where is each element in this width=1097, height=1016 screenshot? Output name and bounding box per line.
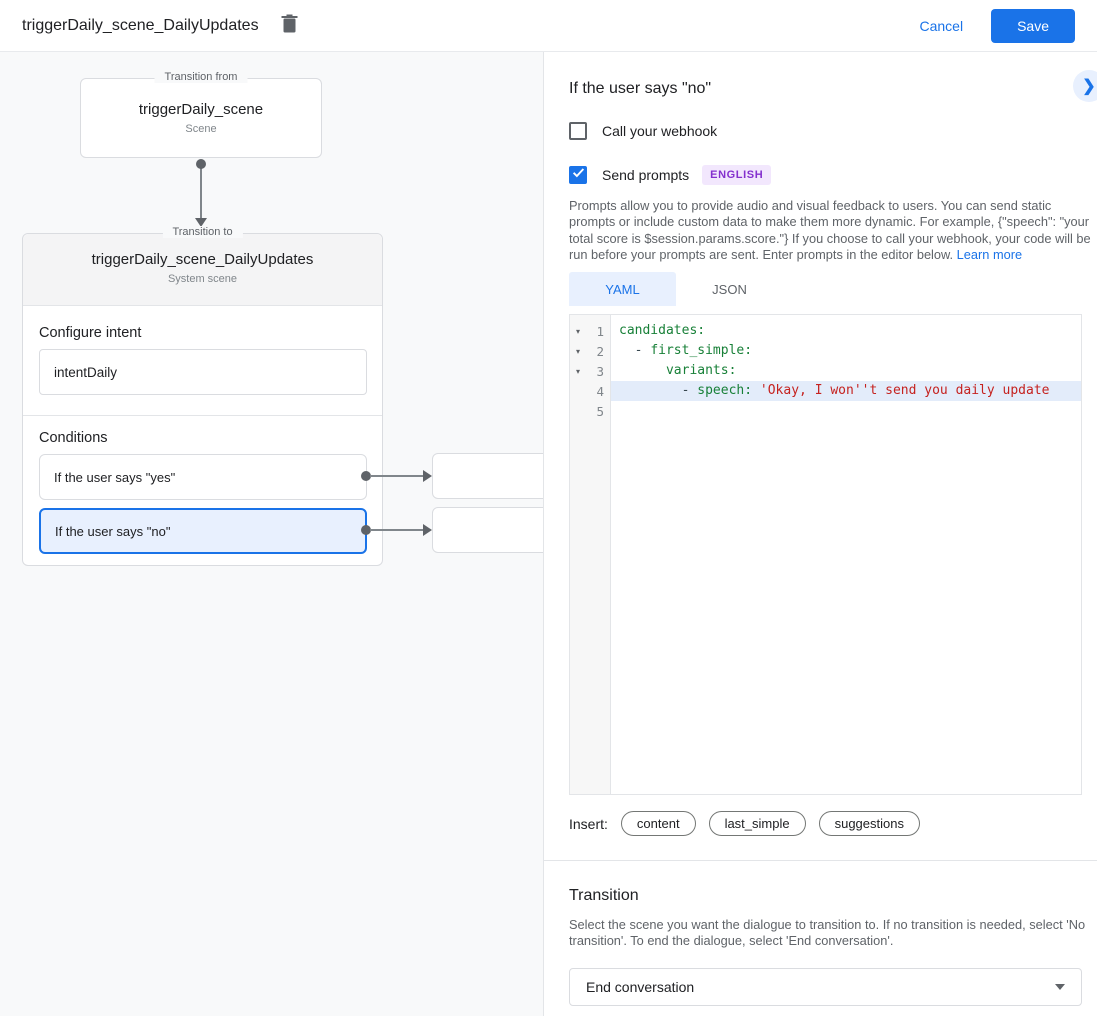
code-token-dash: - (634, 343, 651, 358)
condition-no-connector-dot (361, 525, 371, 535)
flow-connector-line (200, 160, 202, 222)
line-number: 5 (596, 403, 604, 419)
tab-json[interactable]: JSON (712, 281, 747, 297)
intent-field[interactable]: intentDaily (39, 349, 367, 395)
prompts-description-text: Prompts allow you to provide audio and v… (569, 198, 1091, 263)
webhook-checkbox-row: Call your webhook (569, 122, 717, 140)
check-icon (572, 166, 585, 184)
page-title: triggerDaily_scene_DailyUpdates (22, 16, 259, 34)
line-number: 2 (596, 343, 604, 359)
condition-yes-connector-line (370, 475, 424, 477)
to-scene-title: triggerDaily_scene_DailyUpdates (91, 251, 314, 268)
condition-yes-label: If the user says "yes" (54, 469, 176, 485)
gutter-row: ▾2 (570, 341, 610, 361)
insert-chip-last-simple[interactable]: last_simple (708, 811, 806, 836)
from-scene-title: triggerDaily_scene (138, 101, 264, 118)
flow-connector-dot (196, 159, 206, 169)
condition-no-arrowhead-icon (423, 524, 432, 536)
webhook-label: Call your webhook (602, 123, 718, 139)
fold-arrow-icon[interactable]: ▾ (575, 346, 580, 356)
code-token-key: first_simple: (650, 343, 753, 358)
transition-to-node[interactable]: Transition to triggerDaily_scene_DailyUp… (22, 226, 383, 566)
transition-select[interactable]: End conversation (569, 968, 1082, 1006)
learn-more-link[interactable]: Learn more (956, 247, 1023, 263)
editor-code[interactable]: candidates: - first_simple: variants: - … (611, 315, 1081, 794)
webhook-checkbox[interactable] (569, 122, 587, 140)
prompts-checkbox-row: Send prompts ENGLISH (569, 165, 772, 185)
header: triggerDaily_scene_DailyUpdates Cancel S… (0, 0, 1097, 52)
delete-button[interactable] (281, 14, 298, 37)
code-line[interactable]: - first_simple: (611, 341, 1081, 361)
transition-select-value: End conversation (586, 979, 695, 995)
section-divider (544, 860, 1097, 861)
code-token-str: 'Okay, I won''t send you daily update (759, 383, 1050, 398)
transition-to-legend: Transition to (162, 226, 243, 238)
prompts-checkbox[interactable] (569, 166, 587, 184)
code-token-key: variants: (665, 363, 737, 378)
condition-no-target-node[interactable] (432, 507, 543, 553)
flow-arrowhead-icon (195, 218, 207, 227)
insert-chip-content[interactable]: content (620, 811, 696, 836)
code-token-plain (619, 363, 666, 378)
prompts-label: Send prompts (602, 167, 690, 183)
gutter-row: 5 (570, 401, 610, 421)
scene-diagram-canvas[interactable]: Transition from triggerDaily_scene Scene… (0, 52, 543, 1016)
condition-no-label: If the user says "no" (55, 523, 171, 539)
cancel-button[interactable]: Cancel (919, 17, 964, 34)
line-number: 4 (596, 383, 604, 399)
code-token-dash: - (681, 383, 698, 398)
gutter-row: ▾1 (570, 321, 610, 341)
prompts-description: Prompts allow you to provide audio and v… (569, 198, 1091, 264)
configure-intent-label: Configure intent (39, 325, 142, 341)
condition-item-no[interactable]: If the user says "no" (39, 508, 367, 554)
line-number: 1 (596, 323, 604, 339)
panel-heading: If the user says "no" (569, 80, 712, 97)
code-line[interactable]: candidates: (611, 321, 1081, 341)
insert-label: Insert: (569, 815, 608, 832)
code-line[interactable]: - speech: 'Okay, I won''t send you daily… (611, 381, 1081, 401)
condition-editor-panel: If the user says "no" ❯ Call your webhoo… (543, 52, 1097, 1016)
code-token-plain (619, 383, 682, 398)
code-line[interactable] (611, 401, 1081, 421)
header-actions: Cancel Save (919, 8, 1075, 43)
code-token-key: speech: (697, 383, 760, 398)
transition-from-legend: Transition from (154, 71, 248, 83)
code-token-key: candidates: (619, 323, 706, 338)
transition-description: Select the scene you want the dialogue t… (569, 917, 1086, 949)
fold-arrow-icon[interactable]: ▾ (575, 326, 580, 336)
condition-yes-connector-dot (361, 471, 371, 481)
fold-arrow-icon[interactable]: ▾ (575, 366, 580, 376)
insert-row: Insert: content last_simple suggestions (569, 811, 920, 836)
intent-value: intentDaily (54, 364, 118, 380)
condition-no-connector-line (370, 529, 424, 531)
chevron-right-icon: ❯ (1082, 78, 1096, 95)
to-scene-header: triggerDaily_scene_DailyUpdates System s… (23, 234, 382, 306)
dropdown-caret-icon (1055, 984, 1065, 990)
gutter-row: 4 (570, 381, 610, 401)
trash-icon (281, 14, 298, 37)
condition-yes-arrowhead-icon (423, 470, 432, 482)
gutter-row: ▾3 (570, 361, 610, 381)
to-scene-subtitle: System scene (167, 273, 238, 285)
collapse-panel-button[interactable]: ❯ (1073, 70, 1097, 102)
tab-yaml[interactable]: YAML (569, 272, 676, 306)
condition-yes-target-node[interactable] (432, 453, 543, 499)
editor-format-tabs: YAML JSON (569, 272, 783, 306)
main-area: Transition from triggerDaily_scene Scene… (0, 52, 1097, 1016)
code-line[interactable]: variants: (611, 361, 1081, 381)
condition-item-yes[interactable]: If the user says "yes" (39, 454, 367, 500)
transition-heading: Transition (569, 887, 639, 904)
language-badge: ENGLISH (702, 165, 772, 185)
line-number: 3 (596, 363, 604, 379)
conditions-label: Conditions (39, 430, 108, 446)
from-scene-subtitle: Scene (185, 123, 217, 135)
transition-from-node[interactable]: Transition from triggerDaily_scene Scene (80, 71, 322, 158)
save-button[interactable]: Save (991, 8, 1075, 43)
code-token-plain (619, 343, 635, 358)
insert-chip-suggestions[interactable]: suggestions (818, 811, 920, 836)
node-divider (23, 415, 382, 416)
